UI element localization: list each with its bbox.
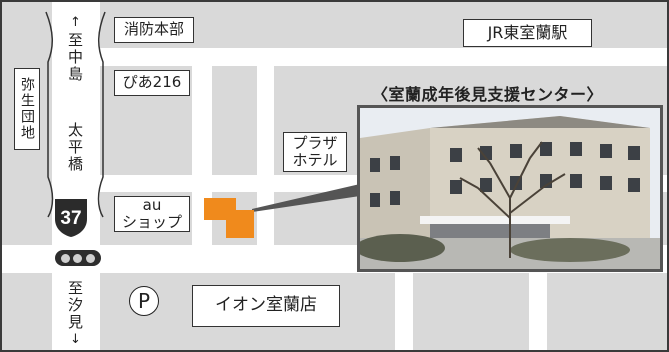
- road-vertical-3: [395, 273, 413, 350]
- route-number: 37: [60, 208, 81, 229]
- label-to-shiomi: 至汐見: [66, 280, 84, 331]
- label-plaza-hotel: プラザ ホテル: [283, 132, 347, 172]
- label-jr-station: JR東室蘭駅: [463, 19, 592, 47]
- signal-light: [86, 253, 96, 263]
- label-aeon: イオン室蘭店: [192, 285, 340, 327]
- route-shield-icon: 37: [51, 195, 91, 239]
- label-plaza-hotel-line1: プラザ: [292, 133, 338, 152]
- road-vertical-2: [257, 48, 274, 245]
- road-vertical-1: [192, 48, 212, 245]
- traffic-signal-icon: [55, 250, 101, 266]
- road-top-horizontal: [100, 48, 667, 66]
- label-shobo-honbu: 消防本部: [114, 17, 194, 43]
- arrow-north: ↑: [70, 15, 81, 30]
- signal-light: [73, 253, 83, 263]
- label-au-shop: au ショップ: [114, 196, 190, 232]
- road-main-vertical: [52, 2, 100, 350]
- label-pia216: ぴあ216: [114, 70, 190, 96]
- label-to-nakajima: 至中島: [66, 32, 84, 83]
- label-yayoi-danchi: 弥生団地: [14, 68, 40, 150]
- label-au-shop-line1: au: [142, 195, 162, 214]
- signal-light: [60, 253, 70, 263]
- road-vertical-4: [529, 273, 547, 350]
- label-au-shop-line2: ショップ: [121, 213, 182, 231]
- label-taihei-bashi: 太平橋: [66, 122, 84, 173]
- parking-icon: P: [129, 286, 159, 316]
- arrow-south: ↓: [70, 332, 81, 347]
- facility-title: 〈室蘭成年後見支援センター〉: [372, 85, 604, 104]
- label-yayoi-danchi-text: 弥生団地: [19, 77, 35, 141]
- parking-letter: P: [137, 289, 151, 313]
- facility-photo: [357, 105, 663, 272]
- location-marker-icon: [204, 198, 254, 238]
- label-plaza-hotel-line2: ホテル: [292, 151, 338, 169]
